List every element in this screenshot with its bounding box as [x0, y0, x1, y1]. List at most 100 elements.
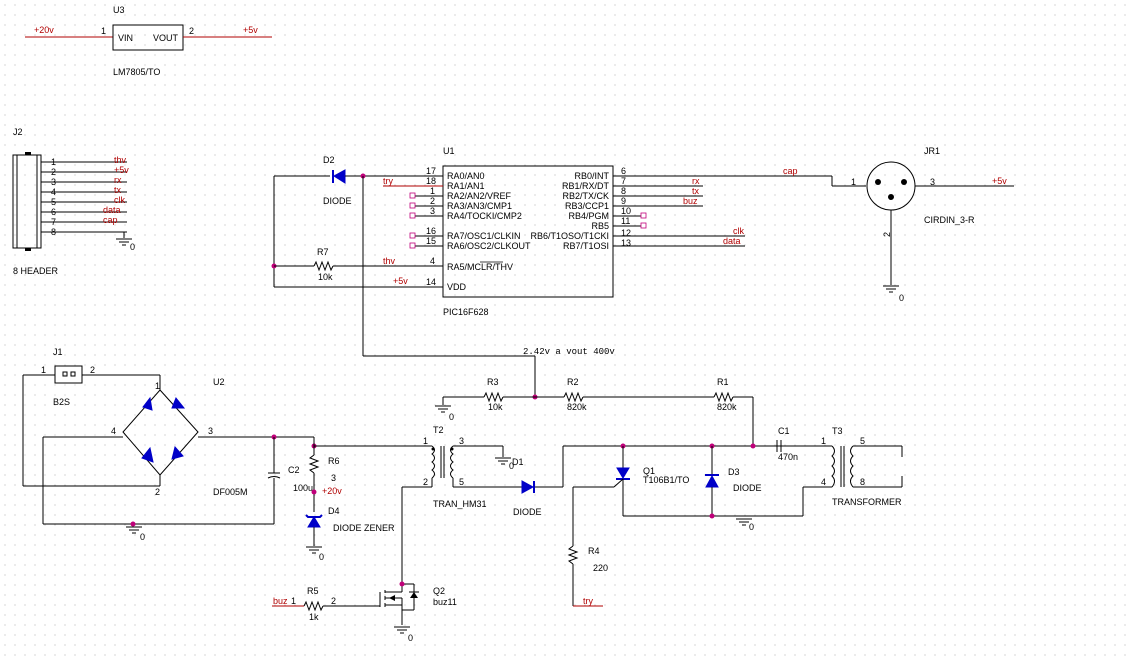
j2-value: 8 HEADER: [13, 266, 59, 276]
ground-icon: [306, 546, 322, 554]
u2-pin4: 4: [111, 426, 116, 436]
r3-gnd-label: 0: [449, 412, 454, 422]
jr1-pin2: 2: [882, 232, 892, 237]
net-label-u3-out: +5v: [243, 25, 258, 35]
j2-pin1: 1: [51, 157, 56, 167]
d3-ref: D3: [728, 467, 740, 477]
r2-value: 820k: [567, 402, 587, 412]
u1-num-16: 16: [426, 226, 436, 236]
j2-pin7: 7: [51, 217, 56, 227]
u2-pin2: 2: [155, 487, 160, 497]
r3-value: 10k: [488, 402, 503, 412]
bridge-rectifier-u2[interactable]: U2 DF005M 1 2 3 4: [111, 377, 248, 497]
u1-pin-rb0: RB0/INT: [574, 171, 609, 181]
capacitor-c1[interactable]: C1 470n: [776, 426, 832, 462]
u1-pin-rb3: RB3/CCP1: [565, 201, 609, 211]
u1-num-3: 3: [430, 206, 435, 216]
resistor-r2[interactable]: R2 820k: [563, 377, 714, 412]
mosfet-q2[interactable]: Q2 buz11: [379, 580, 457, 625]
u1-num-2: 2: [430, 196, 435, 206]
diode-d2[interactable]: D2 DIODE: [274, 155, 413, 206]
resistor-r3[interactable]: R3 10k: [483, 377, 564, 412]
u1-num-15: 15: [426, 236, 436, 246]
d2-ref: D2: [323, 155, 335, 165]
ground-icon: [126, 526, 142, 534]
r6-ref: R6: [328, 456, 340, 466]
j2-ref: J2: [13, 127, 23, 137]
j2-pin8: 8: [51, 227, 56, 237]
capacitor-c2[interactable]: C2 100u: [267, 437, 313, 524]
u1-pin-rb5: RB5: [591, 221, 609, 231]
d3-gnd-label: 0: [749, 522, 754, 532]
t2-pin5: 5: [459, 477, 464, 487]
t2-pin3: 3: [459, 436, 464, 446]
u1-net-tx: tx: [692, 186, 700, 196]
j2-net-rx: rx: [114, 175, 122, 185]
resistor-r4[interactable]: R4 220: [567, 545, 608, 607]
d4-net-20v: +20v: [322, 486, 342, 496]
diode-d1[interactable]: D1 DIODE: [512, 457, 563, 517]
r4-ref: R4: [588, 546, 600, 556]
t2-pin2: 2: [423, 477, 428, 487]
t3-pin5: 5: [860, 436, 865, 446]
d4-ref: D4: [328, 506, 340, 516]
j2-net-5v: +5v: [114, 165, 129, 175]
u1-num-1: 1: [430, 186, 435, 196]
u1-num-7: 7: [621, 176, 626, 186]
j2-pin4: 4: [51, 187, 56, 197]
r3-ref: R3: [487, 377, 499, 387]
d4-value: DIODE ZENER: [333, 523, 395, 533]
u1-value: PIC16F628: [443, 307, 489, 317]
q2-value: buz11: [433, 597, 457, 607]
transformer-t2[interactable]: T2 TRAN_HM31 1 2 3 5: [402, 425, 522, 509]
u1-num-13: 13: [621, 238, 631, 248]
r4-value: 220: [593, 563, 608, 573]
regulator-u3[interactable]: U3 VIN VOUT 1 2 LM7805/TO +20v +5v: [25, 5, 272, 77]
t3-pin1: 1: [821, 436, 826, 446]
t3-pin4: 4: [821, 477, 826, 487]
j1-pin2: 2: [90, 365, 95, 375]
note-label: 2.42v a vout 400v: [523, 347, 615, 357]
u3-ref: U3: [113, 5, 125, 15]
j2-gnd-label: 0: [130, 242, 135, 252]
u1-num-6: 6: [621, 166, 626, 176]
header-j2[interactable]: J2 1 2 3 4 5 6 7 8 thv +5v rx tx clk dat…: [12, 127, 135, 276]
t3-ref: T3: [832, 426, 843, 436]
q2-ref: Q2: [433, 586, 445, 596]
j2-net-data: data: [103, 205, 121, 215]
t3-pin8: 8: [860, 477, 865, 487]
jr1-pin3: 3: [930, 177, 935, 187]
jr1-pin1: 1: [851, 177, 856, 187]
resistor-r7[interactable]: R7 10k: [274, 247, 413, 282]
u2-value: DF005M: [213, 487, 248, 497]
u1-pin-ra6: RA6/OSC2/CLKOUT: [447, 241, 531, 251]
r1-ref: R1: [717, 377, 729, 387]
j2-net-thv: thv: [114, 155, 127, 165]
jr1-value: CIRDIN_3-R: [924, 215, 975, 225]
d2-value: DIODE: [323, 196, 352, 206]
u1-pin-vdd: VDD: [447, 282, 467, 292]
connector-jr1[interactable]: 0 JR1 CIRDIN_3-R 1 3 2 +5v: [831, 146, 1014, 303]
resistor-r1[interactable]: R1 820k: [713, 377, 754, 446]
transformer-t3[interactable]: T3 TRANSFORMER 1 4 5 8: [821, 426, 903, 507]
q1-value: T106B1/TO: [643, 475, 689, 485]
u1-pin-rb1: RB1/RX/DT: [562, 181, 610, 191]
u1-pin-rb4: RB4/PGM: [568, 211, 609, 221]
r1-value: 820k: [717, 402, 737, 412]
r5-value: 1k: [309, 612, 319, 622]
r5-pin2: 2: [331, 596, 336, 606]
d1-value: DIODE: [513, 507, 542, 517]
resistor-r5[interactable]: R5 1k 1 2: [272, 586, 380, 622]
thyristor-q1[interactable]: Q1 T106B1/TO: [573, 446, 689, 516]
diode-d3[interactable]: D3 DIODE: [705, 446, 762, 516]
u1-net-rx: rx: [692, 176, 700, 186]
u3-vout: VOUT: [153, 33, 179, 43]
diode-icon: [521, 480, 535, 494]
r4-net-try: try: [583, 596, 593, 606]
zener-d4[interactable]: D4 DIODE ZENER: [305, 506, 395, 546]
u1-num-12: 12: [621, 228, 631, 238]
microcontroller-u1[interactable]: U1 PIC16F628 RA0/AN0 RA1/A: [383, 146, 832, 317]
u1-num-4: 4: [430, 256, 435, 266]
u1-num-14: 14: [426, 277, 436, 287]
